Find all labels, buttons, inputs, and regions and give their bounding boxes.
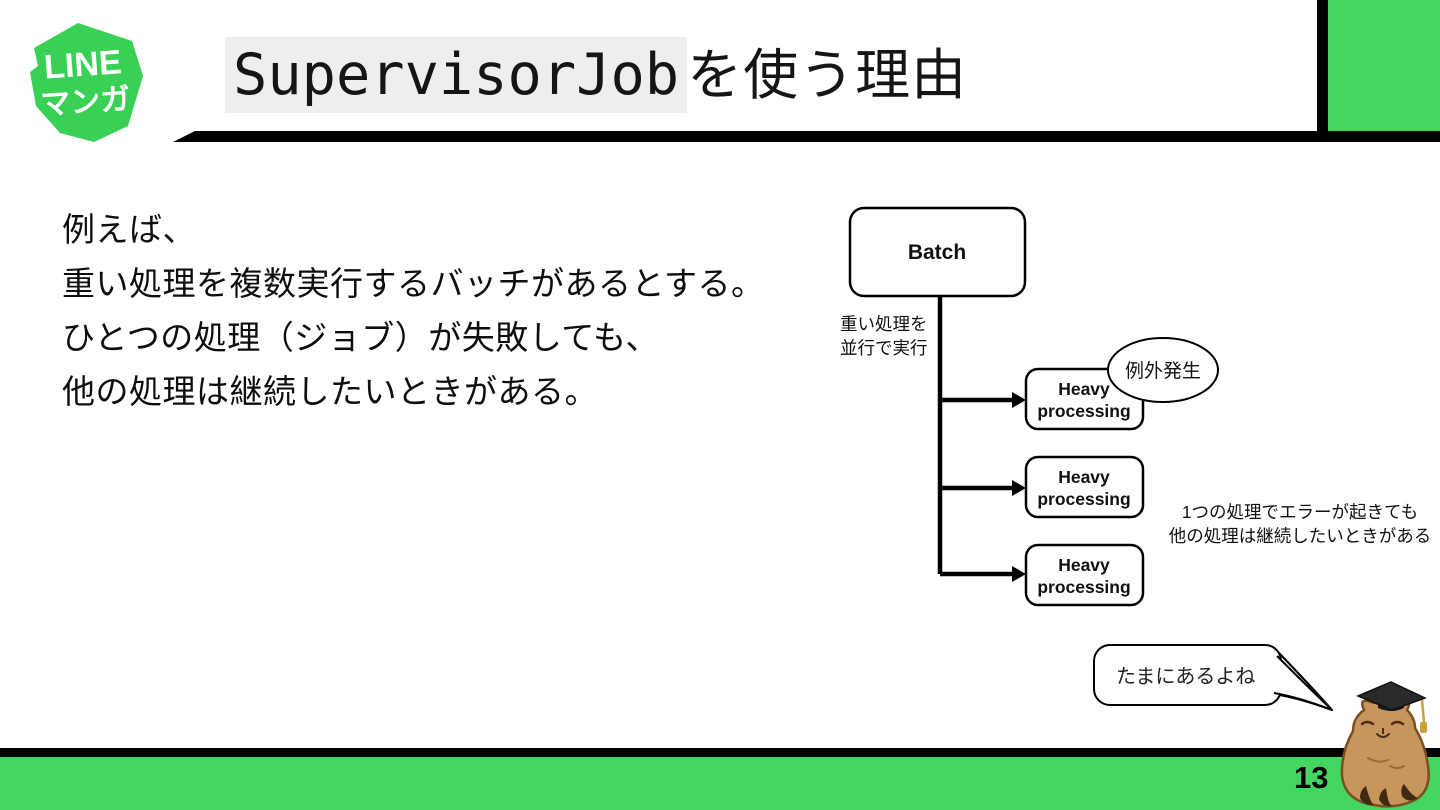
diagram-caption-line1: 1つの処理でエラーが起きても — [1182, 502, 1418, 522]
branch-annotation-line2: 並行で実行 — [840, 338, 928, 358]
diagram-arrow — [940, 566, 1026, 582]
body-line: 重い処理を複数実行するバッチがあるとする。 — [62, 265, 765, 302]
body-line: ひとつの処理（ジョブ）が失敗しても、 — [62, 319, 660, 356]
line-manga-logo-icon: LINE マンガ — [30, 23, 143, 142]
corner-green-block — [1328, 0, 1440, 131]
diagram-caption-line2: 他の処理は継続したいときがある — [1169, 526, 1430, 546]
logo-text-line2: マンガ — [39, 83, 131, 122]
footer-divider-bar — [0, 748, 1440, 757]
arrowhead-icon — [1012, 566, 1026, 582]
heavy-processing-label-line1: Heavy — [1058, 379, 1110, 399]
heavy-processing-label-line1: Heavy — [1058, 555, 1110, 575]
diagram-arrow — [940, 480, 1026, 496]
batch-node-label: Batch — [908, 241, 966, 264]
speech-bubble-tail-outline — [1273, 655, 1333, 711]
heavy-processing-node — [1024, 543, 1145, 607]
arrowhead-icon — [1012, 480, 1026, 496]
logo-text-line1: LINE — [43, 43, 123, 86]
heavy-processing-node — [1024, 455, 1145, 519]
page-number: 13 — [1294, 760, 1329, 795]
heavy-processing-label-line2: processing — [1037, 401, 1130, 421]
batch-node — [848, 206, 1027, 298]
heavy-processing-label-line2: processing — [1037, 577, 1130, 597]
branch-annotation-line1: 重い処理を — [840, 314, 928, 334]
title-code-highlight: SupervisorJob — [225, 37, 688, 113]
title-rest: を使う理由 — [687, 44, 968, 106]
corner-black-stripe — [1317, 0, 1328, 131]
heavy-processing-label-line2: processing — [1037, 489, 1130, 509]
footer-green-band — [0, 757, 1440, 810]
speech-bubble: たまにあるよね — [1093, 644, 1333, 711]
arrowhead-icon — [1012, 392, 1026, 408]
speech-bubble-text: たまにあるよね — [1116, 666, 1255, 688]
capybara-mascot-icon — [1340, 681, 1430, 808]
body-line: 例えば、 — [62, 211, 196, 248]
batch-flow-diagram: Batch 重い処理を 並行で実行 Heavy processing 例外発生 … — [840, 206, 1430, 607]
exception-label: 例外発生 — [1125, 360, 1201, 382]
heavy-processing-label-line1: Heavy — [1058, 467, 1110, 487]
exception-ellipse — [1107, 337, 1219, 403]
header-divider-bar — [173, 131, 1440, 142]
body-line: 他の処理は継続したいときがある。 — [62, 373, 598, 410]
diagram-arrow — [940, 392, 1026, 408]
body-paragraph: 例えば、 重い処理を複数実行するバッチがあるとする。 ひとつの処理（ジョブ）が失… — [62, 203, 765, 419]
